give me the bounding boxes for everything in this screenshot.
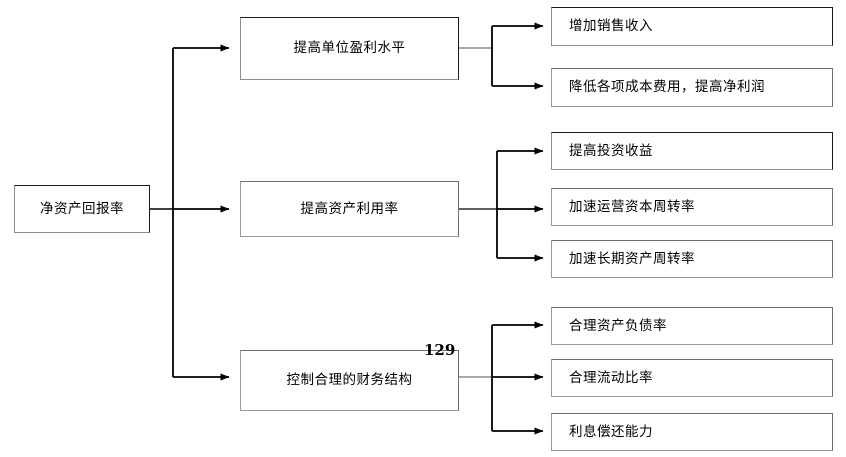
node-leaf-reasonable-current-ratio[interactable]: 合理流动比率 xyxy=(551,359,833,397)
node-leaf-reduce-costs-increase-profit[interactable]: 降低各项成本费用，提高净利润 xyxy=(551,68,833,107)
node-leaf-accelerate-long-term-asset-turnover-label: 加速长期资产周转率 xyxy=(569,250,695,267)
node-leaf-reasonable-current-ratio-label: 合理流动比率 xyxy=(569,369,653,386)
node-leaf-reasonable-debt-ratio-label: 合理资产负债率 xyxy=(569,317,667,334)
node-leaf-accelerate-working-capital-turnover[interactable]: 加速运营资本周转率 xyxy=(551,188,833,226)
node-branch-profitability-label: 提高单位盈利水平 xyxy=(293,40,406,57)
node-leaf-accelerate-working-capital-turnover-label: 加速运营资本周转率 xyxy=(569,198,695,215)
node-leaf-reduce-costs-increase-profit-label: 降低各项成本费用，提高净利润 xyxy=(569,79,765,96)
node-leaf-increase-investment-income-label: 提高投资收益 xyxy=(569,142,653,159)
node-branch-financial-structure-label: 控制合理的财务结构 xyxy=(286,372,413,389)
node-leaf-accelerate-long-term-asset-turnover[interactable]: 加速长期资产周转率 xyxy=(551,240,833,278)
node-leaf-interest-coverage-ability[interactable]: 利息偿还能力 xyxy=(551,413,833,451)
page-number: 129 xyxy=(424,341,456,359)
node-leaf-reasonable-debt-ratio[interactable]: 合理资产负债率 xyxy=(551,307,833,345)
node-branch-financial-structure[interactable]: 控制合理的财务结构 xyxy=(240,350,459,411)
node-root-label: 净资产回报率 xyxy=(40,200,124,217)
node-leaf-interest-coverage-ability-label: 利息偿还能力 xyxy=(569,423,653,440)
connector-branch-3-fanout xyxy=(459,321,544,435)
node-branch-asset-utilization-label: 提高资产利用率 xyxy=(300,200,399,217)
node-root[interactable]: 净资产回报率 xyxy=(14,185,150,233)
node-leaf-increase-sales-revenue-label: 增加销售收入 xyxy=(569,18,653,35)
node-branch-profitability[interactable]: 提高单位盈利水平 xyxy=(240,17,459,80)
node-leaf-increase-sales-revenue[interactable]: 增加销售收入 xyxy=(551,7,833,46)
connector-branch-1-fanout xyxy=(459,22,544,90)
connector-branch-2-fanout xyxy=(459,147,544,262)
node-branch-asset-utilization[interactable]: 提高资产利用率 xyxy=(240,181,459,237)
node-leaf-increase-investment-income[interactable]: 提高投资收益 xyxy=(551,132,833,170)
